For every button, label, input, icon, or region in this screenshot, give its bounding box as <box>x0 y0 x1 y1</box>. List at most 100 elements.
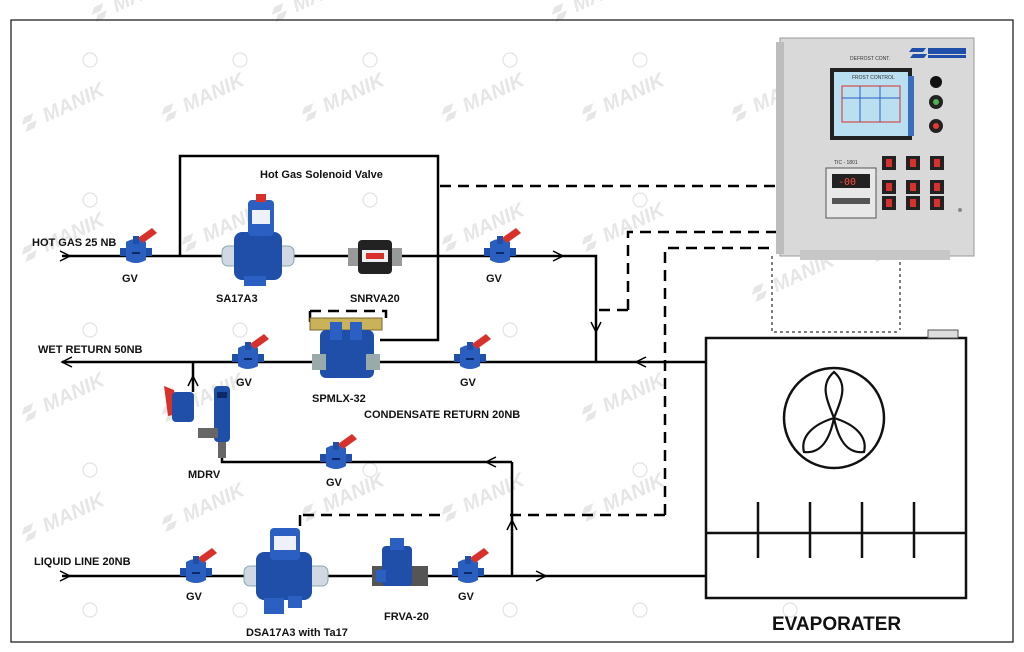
panel-logo <box>909 48 966 58</box>
selector-switches <box>882 156 944 210</box>
svg-text:MANIK: MANIK <box>569 0 639 17</box>
label-snrva20: SNRVA20 <box>350 293 400 305</box>
svg-text:MANIK: MANIK <box>459 69 529 117</box>
evaporator-unit <box>704 329 968 600</box>
label-gv-liquid-1: GV <box>186 591 203 603</box>
check-valve-snrva20 <box>348 240 402 274</box>
watermark-mark <box>782 602 798 618</box>
flow-arrows <box>59 250 647 582</box>
svg-text:MANIK: MANIK <box>39 369 109 417</box>
label-gv-condensate: GV <box>326 477 343 489</box>
watermark-logo: MANIK <box>577 469 669 523</box>
controller-display: -00 <box>838 177 856 188</box>
label-wet-return-line: WET RETURN 50NB <box>38 344 143 356</box>
svg-text:MANIK: MANIK <box>289 0 359 17</box>
svg-text:MANIK: MANIK <box>599 199 669 247</box>
watermark-mark <box>502 52 518 68</box>
watermark-logo: MANIK <box>577 199 669 253</box>
svg-text:MANIK: MANIK <box>599 69 669 117</box>
watermark-logo: MANIK <box>157 479 249 533</box>
watermark-mark <box>232 602 248 618</box>
svg-text:MANIK: MANIK <box>109 0 179 17</box>
watermark-logo: MANIK <box>267 0 359 23</box>
svg-text:MANIK: MANIK <box>179 479 249 527</box>
label-condensate-return: CONDENSATE RETURN 20NB <box>364 409 520 421</box>
watermark-logo: MANIK <box>17 369 109 423</box>
watermark-mark <box>632 192 648 208</box>
label-gv-hotgas-2: GV <box>486 273 503 285</box>
watermark-mark <box>502 322 518 338</box>
watermark-mark <box>632 462 648 478</box>
indicator-lamp-black <box>930 76 942 88</box>
label-gv-wetreturn-2: GV <box>460 377 477 389</box>
svg-text:MANIK: MANIK <box>459 199 529 247</box>
gv-valve-liquid-1 <box>179 547 218 584</box>
label-hot-gas-solenoid: Hot Gas Solenoid Valve <box>260 169 383 181</box>
watermark-mark <box>502 602 518 618</box>
watermark-logo: MANIK <box>87 0 179 23</box>
watermark-logo: MANIK <box>17 79 109 133</box>
regulating-valve-mdrv <box>164 386 230 458</box>
watermark-mark <box>82 52 98 68</box>
svg-text:MANIK: MANIK <box>39 79 109 127</box>
gv-valve-wetreturn-1 <box>231 333 270 370</box>
label-gv-liquid-2: GV <box>458 591 475 603</box>
svg-text:MANIK: MANIK <box>319 469 389 517</box>
watermark-logo: MANIK <box>437 469 529 523</box>
label-frva20: FRVA-20 <box>384 611 429 623</box>
label-hot-gas-line: HOT GAS 25 NB <box>32 237 116 249</box>
svg-text:MANIK: MANIK <box>459 469 529 517</box>
label-dsa17a3: DSA17A3 with Ta17 <box>246 627 348 639</box>
watermark-mark <box>82 602 98 618</box>
watermark-logo: MANIK <box>297 469 389 523</box>
watermark-mark <box>362 192 378 208</box>
gv-valve-hotgas-1 <box>119 227 158 264</box>
label-spmlx32: SPMLX-32 <box>312 393 366 405</box>
watermark-logo: MANIK <box>547 0 639 23</box>
hmi-screen-title: FROST CONTROL <box>852 75 895 81</box>
watermark-mark <box>232 322 248 338</box>
label-liquid-line: LIQUID LINE 20NB <box>34 556 131 568</box>
hmi-screen <box>834 72 908 136</box>
svg-text:MANIK: MANIK <box>179 69 249 117</box>
diagram-border <box>10 19 1014 643</box>
watermark-logo: MANIK <box>17 489 109 543</box>
watermark-mark <box>232 52 248 68</box>
svg-text:MANIK: MANIK <box>599 369 669 417</box>
gv-valve-condensate <box>319 433 358 470</box>
controller-label: TIC - 1801 <box>834 160 858 166</box>
watermark-logo: MANIK <box>437 69 529 123</box>
watermark-logo: MANIK <box>577 69 669 123</box>
gv-valve-liquid-2 <box>451 547 490 584</box>
float-valve-frva20 <box>372 538 428 586</box>
watermark-mark <box>82 462 98 478</box>
pipework <box>62 154 706 578</box>
label-gv-hotgas-1: GV <box>122 273 139 285</box>
solenoid-valve-dsa17a3 <box>243 528 329 614</box>
fan-icon <box>782 366 886 470</box>
label-mdrv: MDRV <box>188 469 221 481</box>
label-sa17a3: SA17A3 <box>216 293 258 305</box>
label-evaporator: EVAPORATER <box>772 614 901 635</box>
watermark-mark <box>82 192 98 208</box>
control-panel: DEFROST CONT. FROST CONTROL TIC - 1801 -… <box>776 37 975 260</box>
control-signal-lines <box>298 184 901 528</box>
svg-text:MANIK: MANIK <box>39 489 109 537</box>
panel-title: DEFROST CONT. <box>850 56 890 62</box>
label-gv-wetreturn-1: GV <box>236 377 253 389</box>
gv-valve-wetreturn-2 <box>453 333 492 370</box>
watermark-logo: MANIK <box>297 69 389 123</box>
watermark-logo: MANIK <box>577 369 669 423</box>
watermark-logo: MANIK <box>157 69 249 123</box>
watermark-mark <box>632 52 648 68</box>
svg-text:MANIK: MANIK <box>39 209 109 257</box>
svg-text:MANIK: MANIK <box>319 69 389 117</box>
pilot-valve-spmlx32 <box>309 317 383 378</box>
solenoid-valve-sa17a3 <box>221 194 295 286</box>
svg-text:MANIK: MANIK <box>599 469 669 517</box>
watermark-mark <box>82 322 98 338</box>
watermark-mark <box>632 602 648 618</box>
watermark-mark <box>362 52 378 68</box>
